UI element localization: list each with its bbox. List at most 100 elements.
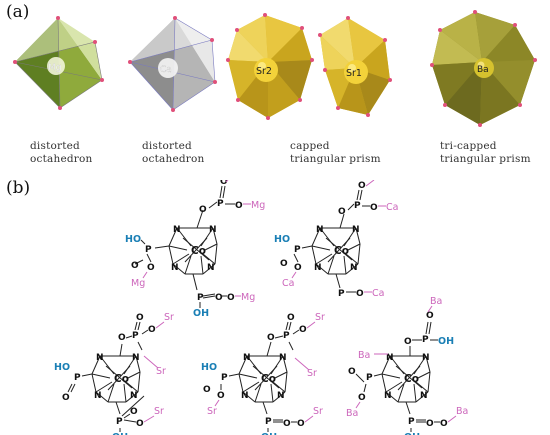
svg-text:Sr: Sr — [315, 312, 325, 323]
mg-octahedron: Mg — [13, 16, 104, 110]
structure-ca: N N N N Co O P O Ca O Ca P HO O O Ca P O… — [274, 180, 398, 299]
svg-text:N: N — [171, 263, 179, 273]
svg-text:O: O — [404, 337, 412, 347]
svg-text:N: N — [94, 391, 102, 401]
svg-text:HO: HO — [201, 362, 217, 373]
svg-text:N: N — [350, 263, 358, 273]
svg-text:OH: OH — [438, 336, 454, 347]
sr2-polyhedron: Sr2 — [226, 13, 314, 120]
co-center-1: Co — [191, 245, 206, 257]
svg-text:N: N — [241, 391, 249, 401]
structure-sr-left: N N N N Co O P O O Sr Sr P HO O P O O Sr… — [54, 312, 174, 435]
panel-label-b: (b) — [6, 178, 31, 198]
svg-text:N: N — [352, 225, 360, 235]
svg-text:Ca: Ca — [374, 180, 386, 181]
svg-text:O: O — [426, 419, 434, 429]
svg-text:P: P — [145, 245, 152, 255]
svg-text:O: O — [227, 293, 235, 303]
svg-text:O: O — [358, 393, 366, 403]
svg-text:Sr: Sr — [307, 368, 317, 379]
svg-text:Mg: Mg — [241, 292, 255, 303]
svg-text:O: O — [131, 261, 139, 271]
svg-text:P: P — [283, 331, 290, 341]
svg-text:Sr: Sr — [207, 406, 217, 417]
svg-text:O: O — [283, 419, 291, 429]
svg-text:N: N — [209, 225, 217, 235]
svg-text:HO: HO — [125, 234, 141, 245]
svg-text:O: O — [294, 263, 302, 273]
svg-text:O: O — [203, 385, 211, 395]
sr1-center-label: Sr1 — [346, 68, 362, 79]
svg-text:O: O — [136, 419, 144, 429]
svg-text:N: N — [314, 263, 322, 273]
svg-text:O: O — [287, 313, 295, 323]
svg-text:O: O — [440, 419, 448, 429]
svg-text:Ca: Ca — [372, 288, 384, 299]
svg-text:O: O — [199, 205, 207, 215]
svg-text:P: P — [197, 293, 204, 303]
svg-text:Mg: Mg — [131, 278, 145, 289]
co-center-3: Co — [114, 373, 129, 385]
svg-text:O: O — [217, 391, 225, 401]
svg-text:Ba: Ba — [456, 406, 468, 417]
svg-text:O: O — [299, 325, 307, 335]
svg-text:Ba: Ba — [430, 296, 442, 307]
svg-text:O: O — [267, 333, 275, 343]
svg-text:OH: OH — [112, 432, 128, 435]
ba-center-label: Ba — [477, 65, 489, 75]
svg-text:Ca: Ca — [386, 202, 398, 213]
svg-text:N: N — [420, 391, 428, 401]
structure-sr-middle: N N N N Co O P O O Sr Sr P HO O O Sr P O… — [201, 312, 325, 435]
co-center-4: Co — [261, 373, 276, 385]
svg-text:HO: HO — [274, 234, 290, 245]
svg-text:OH: OH — [193, 308, 209, 319]
mg-center-label: Mg — [48, 63, 61, 73]
svg-text:O: O — [220, 180, 228, 187]
co-center-5: Co — [404, 373, 419, 385]
svg-text:O: O — [426, 311, 434, 321]
svg-text:O: O — [338, 207, 346, 217]
svg-text:P: P — [294, 245, 301, 255]
svg-text:P: P — [132, 331, 139, 341]
svg-text:N: N — [130, 391, 138, 401]
svg-text:Mg: Mg — [251, 200, 265, 211]
co-center-2: Co — [334, 245, 349, 257]
svg-text:N: N — [422, 353, 430, 363]
svg-text:O: O — [136, 313, 144, 323]
svg-text:N: N — [384, 391, 392, 401]
sr1-polyhedron: Sr1 — [318, 16, 392, 117]
svg-text:P: P — [338, 289, 345, 299]
svg-text:Sr: Sr — [313, 406, 323, 417]
svg-text:N: N — [132, 353, 140, 363]
svg-text:N: N — [207, 263, 215, 273]
svg-text:O: O — [130, 407, 138, 417]
svg-text:P: P — [422, 335, 429, 345]
svg-text:N: N — [386, 353, 394, 363]
svg-text:O: O — [235, 201, 243, 211]
svg-text:N: N — [277, 391, 285, 401]
ca-octahedron: Ca — [128, 16, 217, 112]
svg-text:P: P — [221, 373, 228, 383]
svg-text:N: N — [316, 225, 324, 235]
svg-text:P: P — [354, 201, 361, 211]
svg-text:O: O — [370, 203, 378, 213]
ba-polyhedron: Ba — [430, 10, 537, 127]
svg-text:Ba: Ba — [358, 350, 370, 361]
svg-text:O: O — [215, 293, 223, 303]
svg-text:P: P — [265, 417, 272, 427]
svg-text:P: P — [217, 199, 224, 209]
svg-text:P: P — [408, 417, 415, 427]
svg-text:P: P — [116, 417, 123, 427]
svg-text:N: N — [243, 353, 251, 363]
svg-text:O: O — [62, 393, 70, 403]
svg-text:N: N — [279, 353, 287, 363]
svg-text:O: O — [356, 289, 364, 299]
svg-text:OH: OH — [404, 432, 420, 435]
svg-text:O: O — [280, 259, 288, 269]
svg-text:Ba: Ba — [346, 408, 358, 419]
panel-label-a: (a) — [6, 2, 30, 22]
structures-panel: N N N N Co O P O Mg O Mg P HO O O Mg P O — [54, 180, 468, 435]
svg-text:P: P — [74, 373, 81, 383]
